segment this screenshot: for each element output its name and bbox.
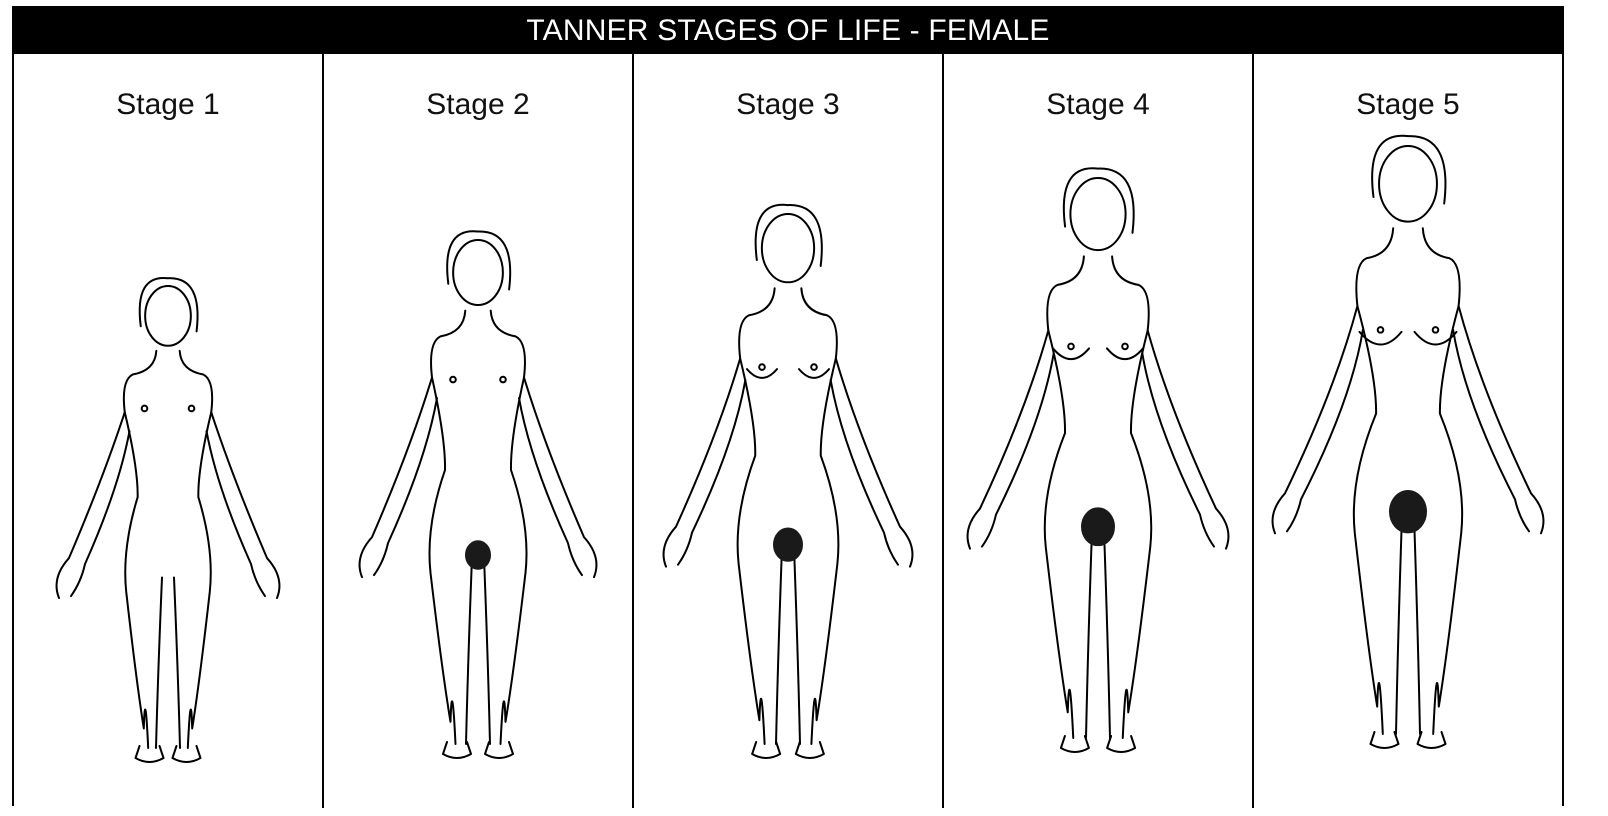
nipple-left	[142, 406, 148, 412]
stage-panel-5: Stage 5	[1254, 54, 1562, 808]
torso-right-outline	[1423, 228, 1462, 734]
female-figure-stage-5-icon	[1254, 54, 1562, 808]
arm-left-outline	[664, 358, 746, 566]
inner-leg-right	[794, 547, 800, 744]
foot-left-outline	[1370, 732, 1398, 748]
stage-panel-4: Stage 4	[944, 54, 1254, 808]
figure-group	[57, 278, 280, 762]
arm-left-outline	[968, 330, 1054, 548]
inner-leg-left	[1396, 515, 1402, 734]
nipple-left	[450, 377, 456, 383]
foot-right-outline	[1107, 736, 1135, 752]
nipple-right	[1122, 344, 1128, 350]
torso-right-outline	[801, 288, 838, 744]
arm-right-outline	[1453, 306, 1543, 533]
nipple-right	[189, 406, 195, 412]
foot-right-outline	[485, 742, 513, 758]
arm-right-outline	[1142, 330, 1228, 548]
torso-left-outline	[738, 288, 775, 744]
inner-leg-left	[156, 577, 162, 748]
torso-left-outline	[1354, 228, 1393, 734]
head-outline	[1379, 146, 1437, 222]
tanner-chart: TANNER STAGES OF LIFE - FEMALE Stage 1 S…	[12, 6, 1564, 806]
stage-panels: Stage 1 Stage 2 Stage 3 Stage 4 Stage 5	[14, 54, 1562, 808]
pubic-hair-mark	[1390, 491, 1426, 532]
figure-group	[968, 168, 1229, 752]
female-figure-stage-2-icon	[324, 54, 632, 808]
foot-right-outline	[796, 742, 824, 758]
stage-panel-2: Stage 2	[324, 54, 634, 808]
nipple-right	[1433, 327, 1439, 333]
arm-left-outline	[1273, 306, 1363, 533]
torso-left-outline	[124, 351, 156, 748]
head-outline	[762, 214, 814, 282]
inner-leg-right	[484, 557, 490, 744]
female-figure-stage-3-icon	[634, 54, 942, 808]
inner-leg-right	[1104, 530, 1110, 738]
arm-left-outline	[360, 377, 437, 577]
inner-leg-left	[1086, 530, 1092, 738]
inner-leg-left	[776, 547, 782, 744]
figure-group	[664, 205, 913, 758]
foot-left-outline	[1061, 736, 1089, 752]
nipple-left	[1068, 344, 1074, 350]
inner-leg-right	[1414, 515, 1420, 734]
female-figure-stage-1-icon	[14, 54, 322, 808]
pubic-hair-mark	[466, 541, 490, 569]
arm-left-outline	[57, 412, 130, 598]
foot-right-outline	[172, 746, 200, 762]
nipple-right	[500, 377, 506, 383]
foot-left-outline	[752, 742, 780, 758]
arm-right-outline	[519, 377, 596, 577]
pubic-hair-mark	[774, 529, 802, 561]
torso-left-outline	[429, 311, 465, 744]
figure-group	[1273, 136, 1544, 748]
arm-right-outline	[207, 412, 280, 598]
chart-title: TANNER STAGES OF LIFE - FEMALE	[14, 8, 1562, 54]
pubic-hair-mark	[1082, 508, 1114, 545]
stage-panel-1: Stage 1	[14, 54, 324, 808]
head-outline	[453, 240, 503, 305]
torso-right-outline	[180, 351, 212, 748]
figure-group	[360, 231, 597, 758]
nipple-left	[759, 364, 765, 370]
torso-left-outline	[1045, 256, 1084, 738]
torso-right-outline	[491, 311, 527, 744]
female-figure-stage-4-icon	[944, 54, 1252, 808]
foot-right-outline	[1418, 732, 1446, 748]
torso-right-outline	[1112, 256, 1151, 738]
head-outline	[145, 286, 191, 346]
head-outline	[1070, 178, 1125, 250]
foot-left-outline	[443, 742, 471, 758]
inner-leg-left	[466, 557, 472, 744]
inner-leg-right	[174, 577, 180, 748]
stage-panel-3: Stage 3	[634, 54, 944, 808]
nipple-right	[811, 364, 817, 370]
foot-left-outline	[136, 746, 164, 762]
nipple-left	[1378, 327, 1384, 333]
arm-right-outline	[831, 358, 913, 566]
